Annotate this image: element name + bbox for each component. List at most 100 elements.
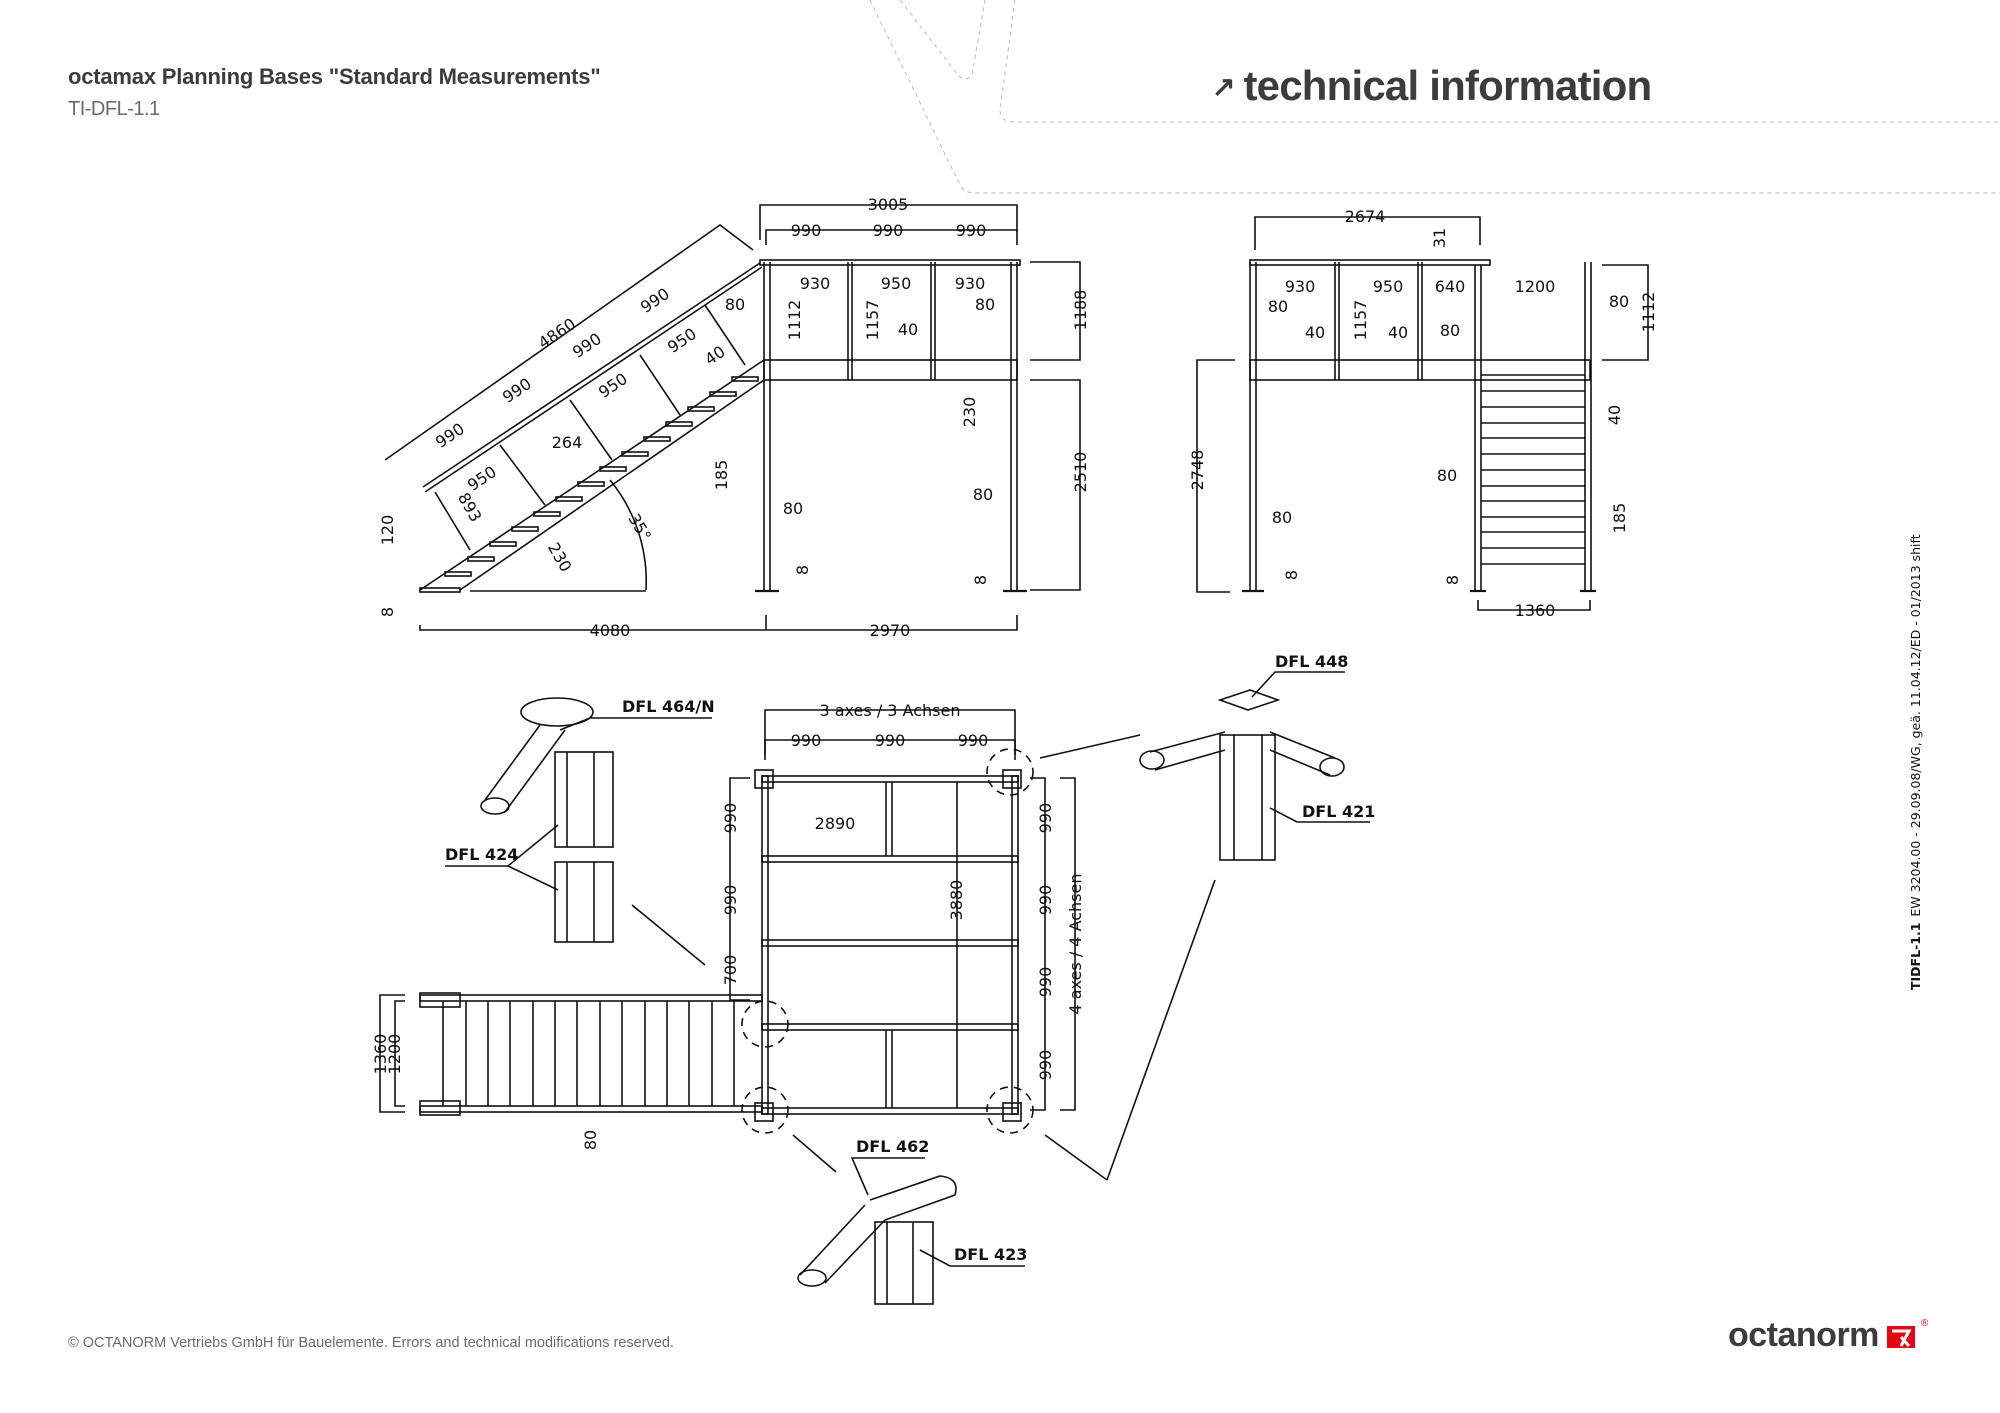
callout-dfl-423: DFL 423 [954, 1245, 1027, 1264]
document-code: TI-DFL-1.1 [68, 98, 160, 120]
front-dim-80-c: 80 [1440, 321, 1460, 340]
post-extension-icon [554, 751, 614, 943]
document-title: octamax Planning Bases "Standard Measure… [68, 64, 601, 89]
stair-treads [419, 376, 759, 593]
registered-mark: ® [1920, 1318, 1929, 1329]
plan-bay-yr-3: 990 [1036, 967, 1055, 998]
dim-stair-40: 40 [701, 342, 729, 369]
dim-120: 120 [378, 515, 397, 546]
front-dim-950: 950 [1373, 277, 1404, 296]
revision-note: TIDFL-1.1 EW 3204.00 - 29.09.08/WG, geä. … [1908, 534, 1923, 990]
logo-mark-icon [1886, 1325, 1915, 1348]
dim-stair-bay-4: 990 [637, 284, 673, 317]
dim-panel-3: 930 [955, 274, 986, 293]
plan-bay-yl-3: 700 [721, 955, 740, 986]
dim-1157: 1157 [863, 300, 882, 341]
plan-bay-yr-1: 990 [1036, 803, 1055, 834]
dim-230-stringer: 230 [544, 539, 576, 575]
plan-axes-y: 4 axes / 4 Achsen [1066, 874, 1085, 1015]
front-dim-1157: 1157 [1351, 300, 1370, 341]
plan-stair-post: 80 [581, 1130, 600, 1150]
dim-264: 264 [552, 433, 583, 452]
front-dim-40-step: 40 [1605, 405, 1624, 425]
dim-893: 893 [454, 489, 486, 525]
dim-2970: 2970 [870, 621, 911, 640]
front-dim-8-b: 8 [1443, 575, 1462, 585]
plan-axes-x: 3 axes / 3 Achsen [820, 701, 961, 720]
callout-dfl-424: DFL 424 [445, 845, 518, 864]
callout-dfl-448: DFL 448 [1275, 652, 1348, 671]
plan-stair-outer: 1360 [371, 1034, 390, 1075]
cover-plate-icon [1217, 689, 1281, 711]
dim-post-80-c: 80 [783, 499, 803, 518]
arrow-up-right-icon: ↗ [1212, 70, 1236, 102]
callout-dfl-421: DFL 421 [1302, 802, 1375, 821]
dim-bay-2: 990 [873, 221, 904, 240]
plan-view: 3 axes / 3 Achsen 990 990 990 2890 3880 … [371, 701, 1216, 1181]
callout-dfl-462: DFL 462 [856, 1137, 929, 1156]
dim-stair-panel-2: 950 [595, 369, 631, 402]
post-icon [874, 1221, 934, 1305]
dim-2510: 2510 [1071, 452, 1090, 493]
copyright-footer: © OCTANORM Vertriebs GmbH für Bauelement… [68, 1335, 674, 1351]
section-label: technical information [1243, 62, 1652, 109]
revision-text: EW 3204.00 - 29.09.08/WG, geä. 11.04.12/… [1908, 534, 1923, 917]
dim-bay-1: 990 [791, 221, 822, 240]
plan-bay-yl-2: 990 [721, 885, 740, 916]
front-view: 2674 31 930 950 640 1200 80 80 80 80 40 … [1188, 207, 1658, 620]
revision-doc-id: TIDFL-1.1 [1908, 922, 1923, 990]
dim-rail-offset: 40 [898, 320, 918, 339]
dim-8-stair: 8 [378, 607, 397, 617]
front-dim-2748: 2748 [1188, 450, 1207, 491]
front-dim-640: 640 [1435, 277, 1466, 296]
dim-stair-bay-2: 990 [499, 374, 535, 407]
detail-bottom: DFL 462 DFL 423 [797, 1137, 1027, 1305]
plan-bay-x-2: 990 [875, 731, 906, 750]
front-dim-40-b: 40 [1388, 323, 1408, 342]
plan-bay-yr-2: 990 [1036, 885, 1055, 916]
dim-4080: 4080 [590, 621, 631, 640]
front-dim-930: 930 [1285, 277, 1316, 296]
dim-8-left: 8 [793, 565, 812, 575]
front-dim-40-a: 40 [1305, 323, 1325, 342]
dim-230-beam: 230 [960, 397, 979, 428]
dim-panel-1: 930 [800, 274, 831, 293]
dim-3005: 3005 [868, 195, 909, 214]
section-heading: ↗ technical information [1212, 62, 1652, 110]
dim-1112: 1112 [785, 300, 804, 341]
plan-bay-x-3: 990 [958, 731, 989, 750]
front-dim-2674: 2674 [1345, 207, 1386, 226]
front-dim-8-a: 8 [1282, 570, 1301, 580]
detail-top-right: DFL 448 DFL 421 [1139, 652, 1375, 861]
front-dim-185: 185 [1610, 503, 1629, 534]
plan-inner-width: 2890 [815, 814, 856, 833]
dim-post-80-b: 80 [975, 295, 995, 314]
callout-dfl-464n: DFL 464/N [622, 697, 715, 716]
octanorm-logo: octanorm ® [1728, 1316, 1928, 1355]
plan-inner-depth: 3880 [947, 880, 966, 921]
detail-top-left: DFL 464/N DFL 424 [445, 697, 715, 943]
front-dim-80-d: 80 [1272, 508, 1292, 527]
plan-bay-yl-1: 990 [721, 803, 740, 834]
front-dim-1200: 1200 [1515, 277, 1556, 296]
dim-stair-bay-3: 990 [569, 329, 605, 362]
plan-stair-steps [442, 1001, 735, 1106]
header-decoration [869, 0, 2000, 194]
side-view: 3005 990 990 990 930 950 930 80 80 80 80… [378, 195, 1090, 640]
corner-post-icon [1139, 731, 1345, 861]
rail-post-connector-icon [480, 697, 594, 815]
front-dim-1360: 1360 [1515, 601, 1556, 620]
front-dim-31: 31 [1430, 228, 1449, 248]
front-dim-1112: 1112 [1639, 292, 1658, 333]
plan-stair-inner: 1200 [385, 1034, 404, 1075]
logo-wordmark: octanorm [1728, 1316, 1879, 1354]
front-dim-80-b: 80 [1609, 292, 1629, 311]
dim-post-80-a: 80 [725, 295, 745, 314]
dim-bay-3: 990 [956, 221, 987, 240]
front-dim-80-stair: 80 [1437, 466, 1457, 485]
dim-1188: 1188 [1071, 290, 1090, 331]
dim-post-80-d: 80 [973, 485, 993, 504]
dim-angle: 35° [624, 510, 655, 544]
front-dim-80-a: 80 [1268, 297, 1288, 316]
